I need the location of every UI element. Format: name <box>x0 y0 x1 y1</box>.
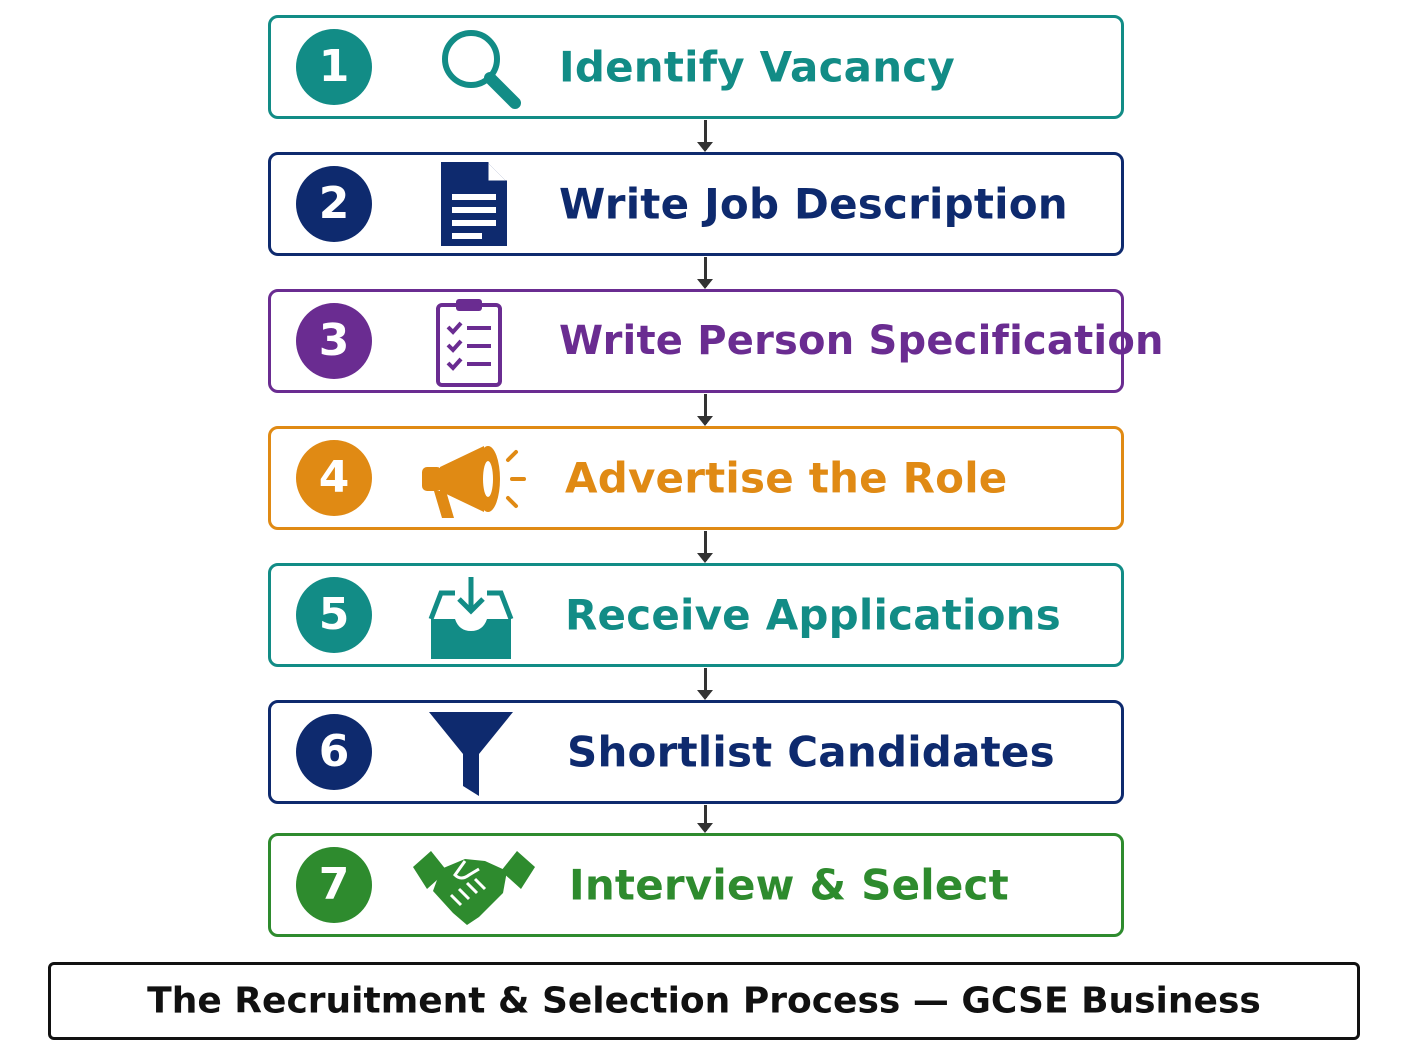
magnifying-glass-icon <box>431 21 541 113</box>
step-4-number-badge: 4 <box>296 440 372 516</box>
clipboard-checklist-icon <box>421 295 531 387</box>
megaphone-icon <box>416 432 526 524</box>
step-3-number-badge: 3 <box>296 303 372 379</box>
step-5-box: 5 Receive Applications <box>268 563 1124 667</box>
arrow-2-to-3 <box>697 257 713 289</box>
document-icon <box>421 158 531 250</box>
arrow-4-to-5 <box>697 531 713 563</box>
step-1-box: 1 Identify Vacancy <box>268 15 1124 119</box>
arrow-1-to-2 <box>697 120 713 152</box>
step-2-number-badge: 2 <box>296 166 372 242</box>
arrow-5-to-6 <box>697 668 713 700</box>
funnel-icon <box>421 706 531 798</box>
step-4-label: Advertise the Role <box>565 453 1008 503</box>
arrow-3-to-4 <box>697 394 713 426</box>
step-6-label: Shortlist Candidates <box>567 727 1055 777</box>
step-1-number-badge: 1 <box>296 29 372 105</box>
step-7-box: 7 Interview & Select <box>268 833 1124 937</box>
handshake-icon <box>409 839 539 931</box>
step-7-label: Interview & Select <box>569 860 1009 910</box>
arrow-6-to-7 <box>697 805 713 833</box>
step-2-label: Write Job Description <box>559 179 1068 229</box>
step-3-box: 3 Write Person Specification <box>268 289 1164 393</box>
step-7-number-badge: 7 <box>296 847 372 923</box>
step-1-label: Identify Vacancy <box>559 42 955 92</box>
step-5-number-badge: 5 <box>296 577 372 653</box>
step-4-box: 4 Advertise the Role <box>268 426 1124 530</box>
caption-box: The Recruitment & Selection Process — GC… <box>48 962 1360 1040</box>
step-5-label: Receive Applications <box>565 590 1061 640</box>
step-6-number-badge: 6 <box>296 714 372 790</box>
caption-text: The Recruitment & Selection Process — GC… <box>147 980 1261 1022</box>
inbox-tray-icon <box>421 569 531 661</box>
step-6-box: 6 Shortlist Candidates <box>268 700 1124 804</box>
step-2-box: 2 Write Job Description <box>268 152 1124 256</box>
step-3-label: Write Person Specification <box>559 318 1164 364</box>
